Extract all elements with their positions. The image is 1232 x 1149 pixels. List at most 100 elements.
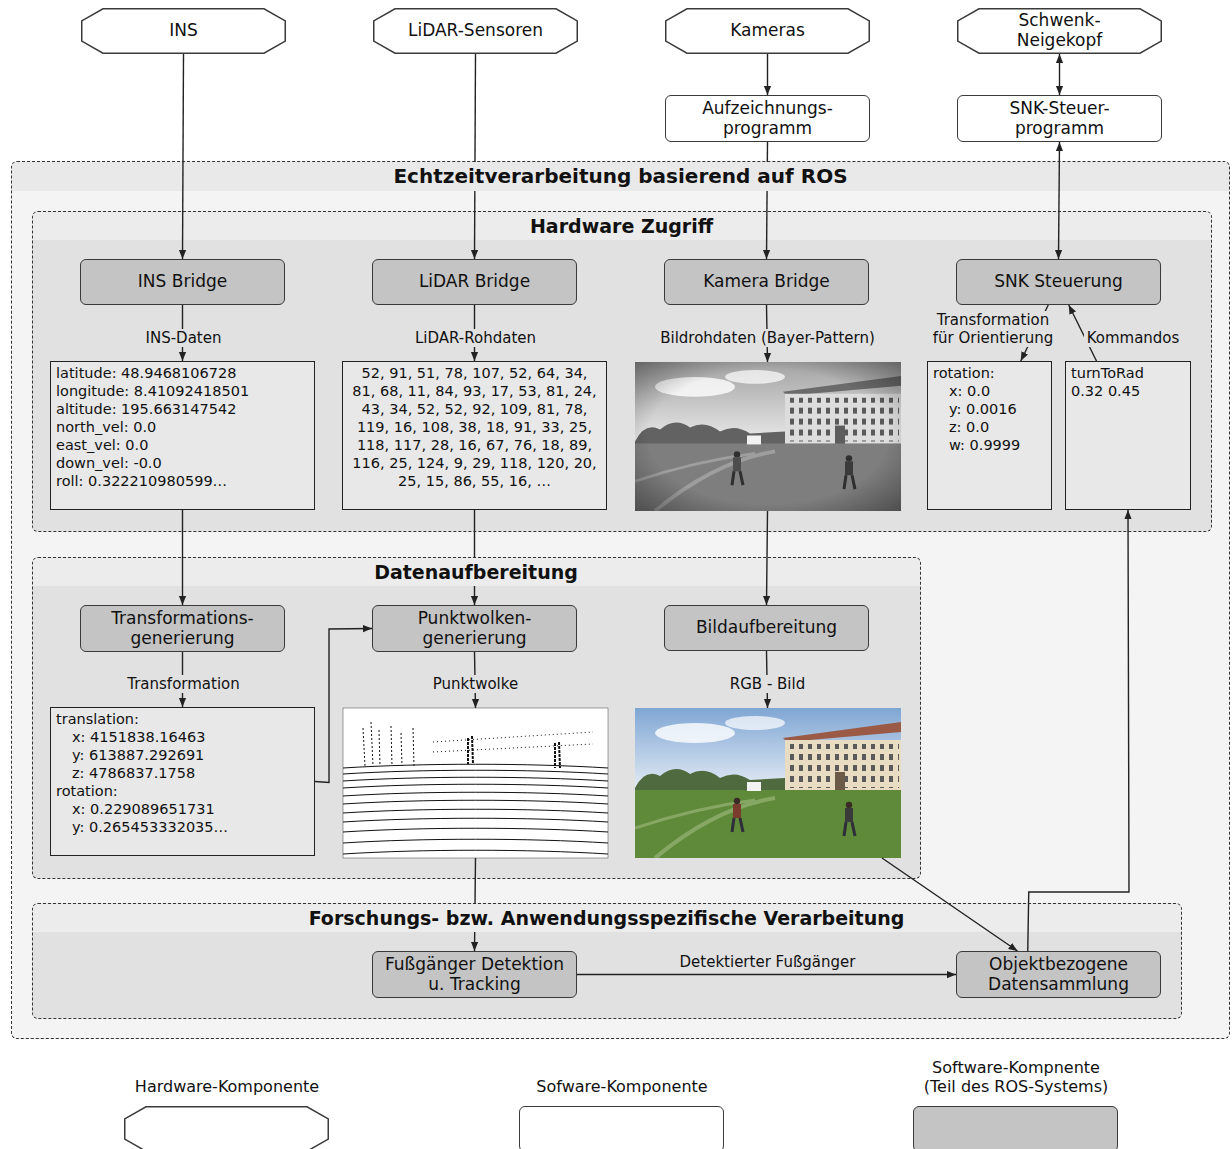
data-line: latitude: 48.9468106728 (56, 364, 309, 382)
octagon-outline (82, 9, 286, 54)
node-label: Fußgänger Detektion u. Tracking (379, 955, 570, 994)
edge-label: INS-Daten (143, 329, 225, 347)
node-label: Objektbezogene Datensammlung (963, 955, 1154, 994)
node-label: LiDAR Bridge (419, 272, 530, 292)
node-label: SNK-Steuer- programm (964, 99, 1155, 138)
node-label: LiDAR-Sensoren (408, 21, 543, 41)
data-line: altitude: 195.663147542 (56, 400, 309, 418)
legend-swatch (913, 1106, 1118, 1149)
data-line: z: 0.0 (933, 418, 1046, 436)
ros-node: Punktwolken- generierung (372, 605, 577, 652)
octagon-outline (958, 9, 1162, 54)
group-heading: Forschungs- bzw. Anwendungsspezifische V… (303, 904, 911, 932)
node-label: Schwenk- Neigekopf (1000, 11, 1120, 50)
data-sample-box: latitude: 48.9468106728longitude: 8.4109… (50, 361, 315, 510)
legend-label: Sofware-Komponente (536, 1077, 707, 1096)
software-component: SNK-Steuer- programm (957, 95, 1162, 142)
edge-label-holder: LiDAR-Rohdaten (276, 308, 676, 368)
data-line: longitude: 8.41092418501 (56, 382, 309, 400)
edge-label: Transformation (124, 675, 243, 693)
edge-label-holder: Bildrohdaten (Bayer-Pattern) (568, 308, 968, 368)
data-sample-box: turnToRad0.32 0.45 (1065, 361, 1191, 510)
connector-arrow (767, 54, 768, 95)
legend-label: Hardware-Komponente (135, 1077, 319, 1096)
node-label: SNK Steuerung (994, 272, 1123, 292)
data-line: x: 4151838.16463 (56, 728, 309, 746)
node-label: Kamera Bridge (703, 272, 830, 292)
edge-label-holder: Punktwolke (276, 654, 676, 714)
edge-label-holder: RGB - Bild (568, 654, 968, 714)
data-line: z: 4786837.1758 (56, 764, 309, 782)
data-sample-box: rotation:x: 0.0y: 0.0016z: 0.0w: 0.9999 (927, 361, 1052, 510)
data-line: y: 0.0016 (933, 400, 1046, 418)
group-heading: Datenaufbereitung (368, 558, 584, 586)
edge-label: Transformation für Orientierung (922, 311, 1065, 347)
legend-label: Software-Kompnente (Teil des ROS-Systems… (918, 1058, 1115, 1096)
node-label: INS (169, 21, 198, 41)
node-label: Transformations- generierung (87, 609, 278, 648)
legend-entry: Software-Kompnente (Teil des ROS-Systems… (866, 1058, 1166, 1096)
edge-label: RGB - Bild (727, 675, 808, 693)
data-line: 0.32 0.45 (1071, 382, 1185, 400)
legend-swatch (124, 1106, 329, 1149)
node-label: Bildaufbereitung (696, 618, 837, 638)
processing-band: Echtzeitverarbeitung basierend auf ROS Ha… (11, 161, 1230, 1039)
hardware-component: Schwenk- Neigekopf (957, 8, 1162, 54)
octagon-outline (374, 9, 578, 54)
ros-node: SNK Steuerung (956, 259, 1161, 305)
data-line: turnToRad (1071, 364, 1185, 382)
node-label: Kameras (730, 21, 805, 41)
data-line: rotation: (56, 782, 309, 800)
ros-node: INS Bridge (80, 259, 285, 305)
ros-node: LiDAR Bridge (372, 259, 577, 305)
ros-node: Objektbezogene Datensammlung (956, 951, 1161, 998)
ros-node: Kamera Bridge (664, 259, 869, 305)
edge-label: Kommandos (1084, 329, 1183, 347)
processing-group: DatenaufbereitungTransformations- generi… (32, 557, 921, 879)
data-line: w: 0.9999 (933, 436, 1046, 454)
legend-swatch (519, 1106, 724, 1149)
group-heading: Echtzeitverarbeitung basierend auf ROS (387, 162, 853, 191)
edge-label: Bildrohdaten (Bayer-Pattern) (657, 329, 878, 347)
data-line: y: 613887.292691 (56, 746, 309, 764)
octagon-sample (124, 1106, 329, 1149)
hardware-component: LiDAR-Sensoren (373, 8, 578, 54)
data-line: x: 0.0 (933, 382, 1046, 400)
software-component: Aufzeichnungs- programm (665, 95, 870, 142)
legend-entry: Sofware-Komponente (472, 1077, 772, 1096)
octagon-sample (125, 1107, 329, 1149)
ros-node: Fußgänger Detektion u. Tracking (372, 951, 577, 998)
edge-label: LiDAR-Rohdaten (412, 329, 539, 347)
data-line: 52, 91, 51, 78, 107, 52, 64, 34, 81, 68,… (348, 364, 601, 490)
node-label: Aufzeichnungs- programm (672, 99, 863, 138)
data-line: roll: 0.322210980599… (56, 472, 309, 490)
edge-label-holder: Transformation (0, 654, 384, 714)
edge-label-holder: Detektierter Fußgänger (568, 932, 968, 992)
data-sample-box: translation:x: 4151838.16463y: 613887.29… (50, 707, 315, 856)
ros-node: Bildaufbereitung (664, 605, 869, 651)
octagon-outline (666, 9, 870, 54)
node-label: Punktwolken- generierung (379, 609, 570, 648)
data-line: y: 0.265453332035… (56, 818, 309, 836)
hardware-component: Kameras (665, 8, 870, 54)
node-label: INS Bridge (138, 272, 227, 292)
data-line: translation: (56, 710, 309, 728)
hardware-component: INS (81, 8, 286, 54)
edge-label: Detektierter Fußgänger (677, 953, 859, 971)
data-line: north_vel: 0.0 (56, 418, 309, 436)
edge-label-holder: INS-Daten (0, 308, 384, 368)
ros-node: Transformations- generierung (80, 605, 285, 652)
edge-label: Punktwolke (430, 675, 521, 693)
legend-entry: Hardware-Komponente (77, 1077, 377, 1096)
connector-arrow (1059, 54, 1060, 95)
data-line: east_vel: 0.0 (56, 436, 309, 454)
data-line: x: 0.229089651731 (56, 800, 309, 818)
data-line: down_vel: -0.0 (56, 454, 309, 472)
group-heading: Hardware Zugriff (524, 212, 719, 240)
processing-group: Forschungs- bzw. Anwendungsspezifische V… (32, 903, 1182, 1019)
processing-group: Hardware ZugriffINS Bridge LiDAR Bridge Ka… (32, 211, 1212, 532)
data-sample-box: 52, 91, 51, 78, 107, 52, 64, 34, 81, 68,… (342, 361, 607, 510)
data-line: rotation: (933, 364, 1046, 382)
